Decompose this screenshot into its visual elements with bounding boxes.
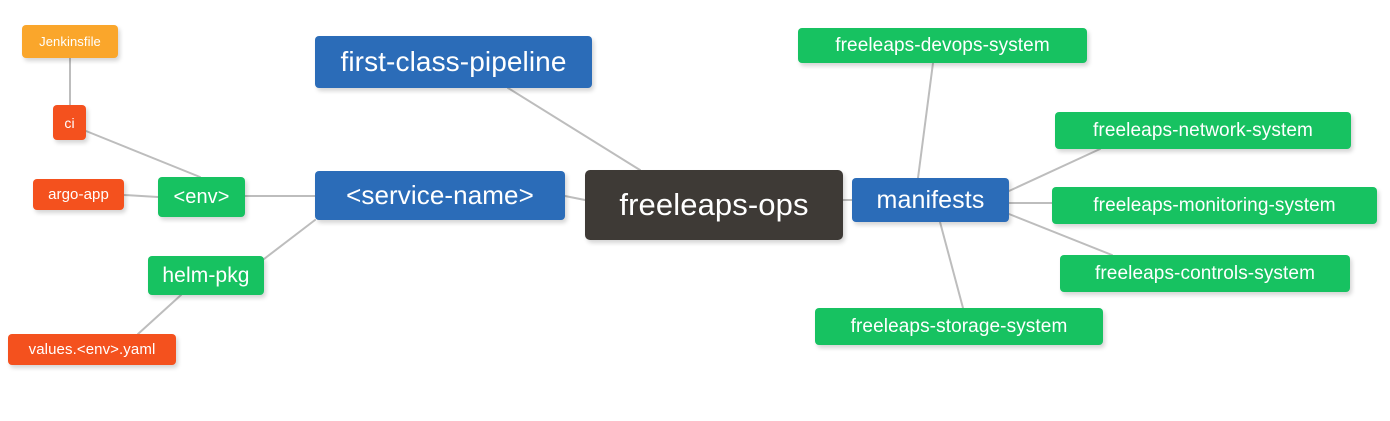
edge-service-name-to-helm-pkg	[263, 219, 316, 260]
mindmap-node-freeleaps-controls-system[interactable]: freeleaps-controls-system	[1060, 255, 1350, 292]
edge-first-class-pipeline-to-freeleaps-ops	[507, 87, 641, 171]
mindmap-node-values-yaml[interactable]: values.<env>.yaml	[8, 334, 176, 365]
mindmap-node-first-class-pipeline[interactable]: first-class-pipeline	[315, 36, 592, 88]
edge-manifests-to-freeleaps-devops-system	[917, 62, 934, 179]
mindmap-node-freeleaps-monitoring-system[interactable]: freeleaps-monitoring-system	[1052, 187, 1377, 224]
mindmap-node-freeleaps-ops[interactable]: freeleaps-ops	[585, 170, 843, 240]
edge-ci-to-env	[85, 130, 201, 178]
edge-helm-pkg-to-values-yaml	[137, 294, 182, 335]
edge-argo-app-to-env	[123, 194, 159, 198]
edge-manifests-to-freeleaps-storage-system	[939, 221, 964, 309]
edge-manifests-to-freeleaps-network-system	[1008, 148, 1101, 192]
mindmap-node-freeleaps-devops-system[interactable]: freeleaps-devops-system	[798, 28, 1087, 63]
mindmap-node-service-name[interactable]: <service-name>	[315, 171, 565, 220]
mindmap-node-env[interactable]: <env>	[158, 177, 245, 217]
mindmap-node-helm-pkg[interactable]: helm-pkg	[148, 256, 264, 295]
edge-service-name-to-freeleaps-ops	[564, 195, 586, 201]
mindmap-node-manifests[interactable]: manifests	[852, 178, 1009, 222]
mindmap-node-freeleaps-storage-system[interactable]: freeleaps-storage-system	[815, 308, 1103, 345]
mindmap-node-ci[interactable]: ci	[53, 105, 86, 140]
mindmap-node-jenkinsfile[interactable]: Jenkinsfile	[22, 25, 118, 58]
mindmap-node-argo-app[interactable]: argo-app	[33, 179, 124, 210]
mindmap-node-freeleaps-network-system[interactable]: freeleaps-network-system	[1055, 112, 1351, 149]
